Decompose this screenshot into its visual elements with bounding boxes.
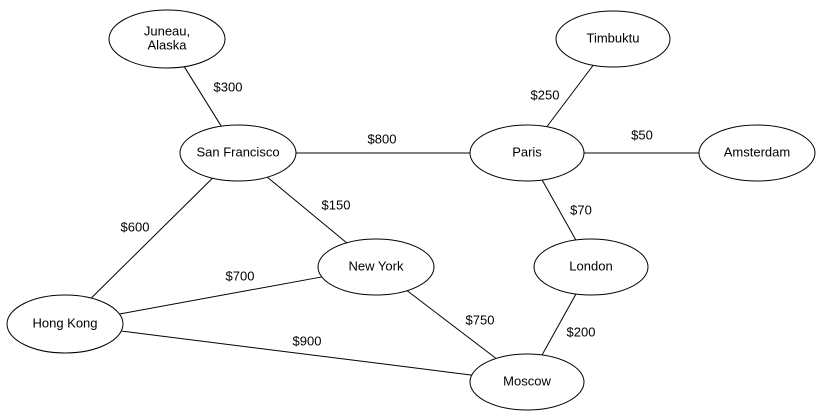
edge-london-moscow <box>541 293 577 356</box>
edge-cost-label: $250 <box>531 87 560 102</box>
node-timbuktu: Timbuktu <box>555 10 671 68</box>
node-label: Moscow <box>503 373 551 388</box>
node-label: Juneau, <box>144 23 190 38</box>
node-newyork: New York <box>317 238 435 296</box>
node-ellipse <box>108 9 226 69</box>
node-label: London <box>569 258 612 273</box>
node-ellipse <box>533 238 649 296</box>
edge-cost-label: $750 <box>466 312 495 327</box>
edge-cost-label: $900 <box>293 333 322 348</box>
edge-cost-label: $800 <box>368 131 397 146</box>
edge-hongkong-newyork <box>119 276 322 315</box>
node-paris: Paris <box>469 124 585 182</box>
edge-cost-label: $700 <box>226 268 255 283</box>
node-ellipse <box>469 124 585 182</box>
node-moscow: Moscow <box>469 353 585 411</box>
node-label: Alaska <box>147 37 187 52</box>
node-amsterdam: Amsterdam <box>698 124 816 182</box>
edge-cost-label: $300 <box>214 79 243 94</box>
node-label: Timbuktu <box>587 30 640 45</box>
edge-newyork-moscow <box>406 290 497 359</box>
node-label: New York <box>349 258 404 273</box>
edge-cost-label: $200 <box>567 324 596 339</box>
edge-juneau-sanfrancisco <box>183 66 222 127</box>
edge-cost-label: $70 <box>570 202 592 217</box>
edge-cost-label: $50 <box>631 127 653 142</box>
node-label: San Francisco <box>196 144 279 159</box>
edges-layer: $300 $800 $250 $50 $150 $600 $70 $700 $750 $200 $9… <box>90 64 699 376</box>
edge-sanfrancisco-newyork <box>266 176 348 244</box>
edge-timbuktu-paris <box>546 64 594 128</box>
node-ellipse <box>469 353 585 411</box>
node-ellipse <box>555 10 671 68</box>
edge-sanfrancisco-hongkong <box>90 177 213 299</box>
node-london: London <box>533 238 649 296</box>
edge-cost-label: $150 <box>322 197 351 212</box>
node-juneau: Juneau,Alaska <box>108 9 226 69</box>
edge-paris-london <box>541 179 577 241</box>
node-ellipse <box>6 294 124 354</box>
edge-cost-label: $600 <box>121 219 150 234</box>
node-ellipse <box>317 238 435 296</box>
node-label: Paris <box>512 144 542 159</box>
node-ellipse <box>179 124 297 182</box>
node-hongkong: Hong Kong <box>6 294 124 354</box>
node-label: Amsterdam <box>724 144 790 159</box>
node-ellipse <box>698 124 816 182</box>
edge-hongkong-moscow <box>121 330 472 376</box>
node-sanfrancisco: San Francisco <box>179 124 297 182</box>
node-label: Hong Kong <box>32 315 97 330</box>
